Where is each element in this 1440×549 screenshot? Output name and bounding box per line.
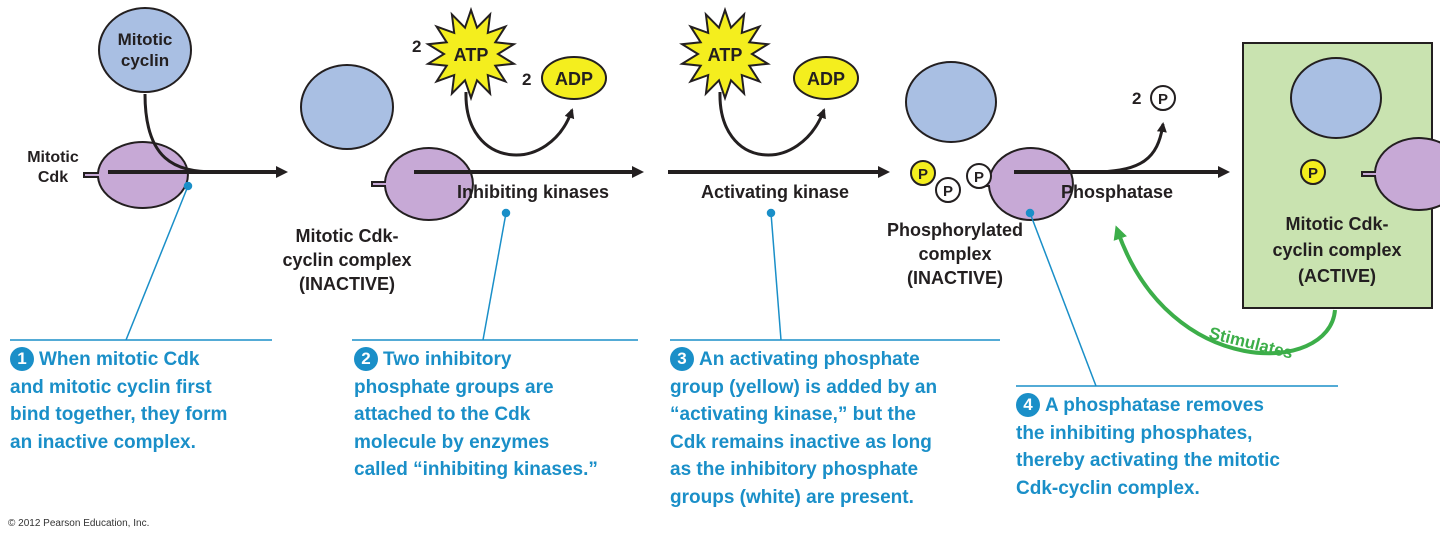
step-3-line2: group (yellow) is added by an: [670, 376, 938, 398]
step-1-line3: bind together, they form: [10, 404, 228, 425]
adp-oval-2: ADP: [793, 56, 859, 100]
phosphate-release-curve: [1099, 122, 1167, 174]
step-4-number: 4: [1016, 393, 1040, 417]
inactive-complex-label-line1: Mitotic Cdk-: [296, 226, 399, 246]
step-2-line2: phosphate groups are: [354, 376, 554, 398]
step-3-line5: as the inhibitory phosphate: [670, 459, 919, 480]
step-4-line4: Cdk-cyclin complex.: [1016, 477, 1200, 499]
leader-line-3: [770, 212, 782, 341]
active-complex: P: [1290, 57, 1440, 211]
activating-phosphate: P: [910, 160, 936, 186]
adp-coefficient-1: 2: [522, 70, 531, 89]
activating-kinase-label: Activating kinase: [701, 182, 849, 202]
phosphatase-label: Phosphatase: [1061, 182, 1173, 202]
inactive-complex-label-line3: (INACTIVE): [299, 274, 395, 294]
svg-text:P: P: [918, 166, 928, 183]
step-2-line1: Two inhibitory: [383, 349, 512, 370]
inhibiting-kinases-label: Inhibiting kinases: [457, 182, 609, 202]
atp-label-1: ATP: [454, 45, 489, 65]
cyclin-label-line1: Mitotic: [118, 30, 173, 49]
leader-lines: [10, 181, 1338, 387]
active-phosphate: P: [1300, 159, 1326, 185]
step-4-line3: thereby activating the mitotic: [1016, 450, 1280, 471]
active-complex-label-line1: Mitotic Cdk-: [1286, 214, 1389, 234]
free-mitotic-cdk: Mitotic Cdk: [27, 141, 189, 209]
cdk-label-line2: Cdk: [38, 169, 68, 186]
svg-text:P: P: [943, 183, 953, 200]
svg-text:P: P: [974, 169, 984, 186]
free-mitotic-cyclin: Mitotic cyclin: [98, 7, 192, 93]
step-3-line4: Cdk remains inactive as long: [670, 431, 932, 453]
cyclin-label-line2: cyclin: [121, 51, 169, 70]
adp-oval-1: ADP: [541, 56, 607, 100]
leader-line-4: [1029, 212, 1097, 387]
inhibitory-phosphate-2: P: [966, 163, 992, 189]
phosphorylated-label-line2: complex: [918, 244, 991, 264]
atp-label-2: ATP: [708, 45, 743, 65]
phosphorylated-complex: P P P: [905, 61, 1074, 221]
svg-text:P: P: [1308, 165, 1318, 182]
step-2-line5: called “inhibiting kinases.”: [354, 459, 598, 480]
step-3-line3: “activating kinase,” but the: [670, 404, 916, 425]
inhibiting-kinase-curve: [464, 91, 575, 157]
inactive-complex: [300, 64, 474, 221]
atp-starburst-1: ATP: [425, 6, 517, 102]
step-1-line4: an inactive complex.: [10, 431, 196, 453]
step-1-line1: When mitotic Cdk: [39, 349, 200, 370]
inactive-complex-label-line2: cyclin complex: [282, 250, 411, 270]
step-2-line4: molecule by enzymes: [354, 431, 550, 453]
atp-coefficient-1: 2: [412, 37, 421, 56]
copyright-notice: © 2012 Pearson Education, Inc.: [8, 518, 150, 529]
step-4-line1: A phosphatase removes: [1045, 395, 1264, 416]
active-complex-label-line2: cyclin complex: [1272, 240, 1401, 260]
step-1-line2: and mitotic cyclin first: [10, 376, 212, 398]
step-3-number: 3: [670, 347, 694, 371]
released-phosphate: P: [1150, 85, 1176, 111]
step-2-number: 2: [354, 347, 378, 371]
adp-label-1: ADP: [555, 69, 593, 89]
activating-kinase-curve: [718, 91, 826, 157]
atp-starburst-2: ATP: [679, 6, 771, 102]
active-complex-label-line3: (ACTIVE): [1298, 266, 1376, 286]
phosphorylated-label-line3: (INACTIVE): [907, 268, 1003, 288]
step-4-line2: the inhibiting phosphates,: [1016, 422, 1253, 444]
step-2-line3: attached to the Cdk: [354, 404, 531, 425]
phosphorylated-label-line1: Phosphorylated: [887, 220, 1023, 240]
stimulates-arrow: [1113, 225, 1337, 356]
stimulates-label: Stimulates: [1207, 323, 1295, 362]
step-3-line6: groups (white) are present.: [670, 486, 914, 508]
step-1-number: 1: [10, 347, 34, 371]
adp-label-2: ADP: [807, 69, 845, 89]
cdk-label-line1: Mitotic: [27, 149, 79, 166]
svg-text:P: P: [1158, 91, 1168, 108]
step-3-line1: An activating phosphate: [699, 349, 920, 370]
inhibitory-phosphate-1: P: [935, 177, 961, 203]
leader-line-1: [125, 185, 189, 341]
released-phosphate-coefficient: 2: [1132, 89, 1141, 108]
leader-line-2: [482, 212, 507, 341]
